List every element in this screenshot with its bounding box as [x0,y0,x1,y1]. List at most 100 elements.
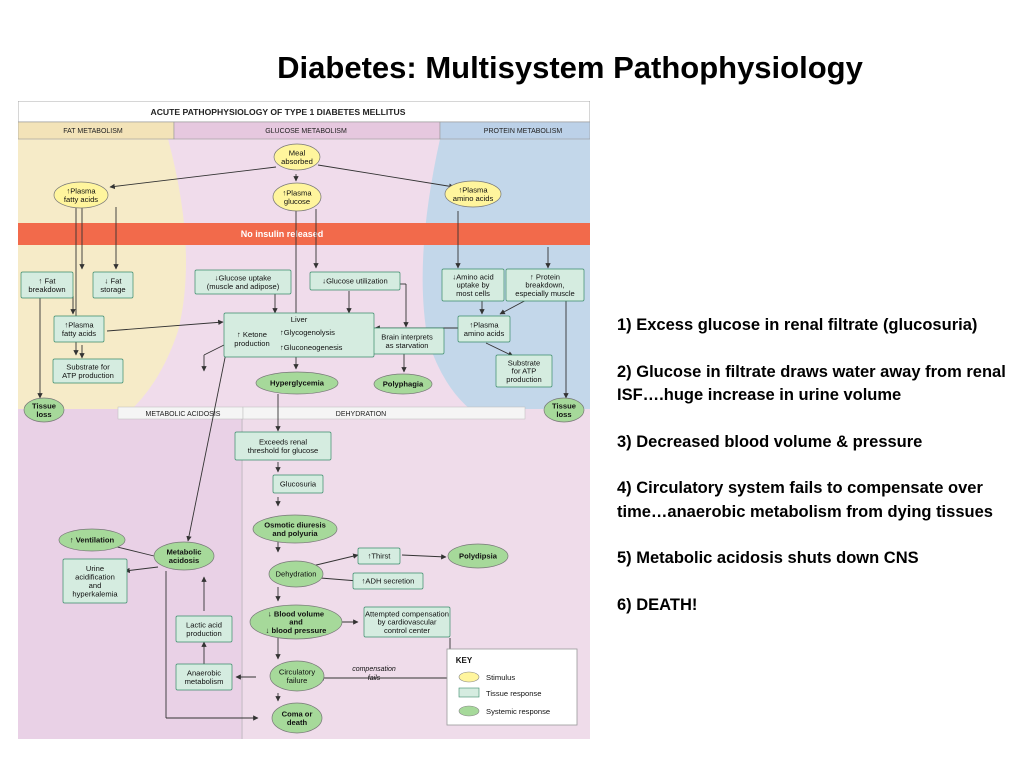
node-plasma-fatty-1-line-2: fatty acids [64,195,98,204]
no-insulin-banner [18,223,590,245]
node-exceeds-renal-line-2: threshold for glucose [248,446,319,455]
node-brain-line-1: Brain interprets [381,333,433,342]
node-coma-line-1: Coma or [282,710,313,719]
node-protein-breakdown-line-2: breakdown, [525,281,564,290]
column-glucose: GLUCOSE METABOLISM [265,128,347,135]
node-blood-volume-line-2: and [289,618,303,627]
node-urine-line-3: and [89,581,102,590]
note-3: 3) Decreased blood volume & pressure [617,432,923,451]
node-plasma-amino-2-line-2: amino acids [464,329,505,338]
node-ventilation: ↑ Ventilation [58,528,126,552]
node-liver-line-3: production [234,339,269,348]
node-hyperglycemia: Hyperglycemia [255,371,339,395]
node-substrate-right-line-3: production [506,375,541,384]
node-liver-line-1: Liver [291,315,308,324]
node-glucose-uptake-line-1: ↓Glucose uptake [215,274,272,283]
node-osmotic-line-1: Osmotic diuresis [264,521,326,530]
node-lactic-line-2: production [186,629,221,638]
slide-notes: 1) Excess glucose in renal filtrate (glu… [617,314,1012,640]
node-compensation-line-3: control center [384,626,430,635]
note-6: 6) DEATH! [617,595,698,614]
node-liver-line-5: ↑Gluconeogenesis [280,343,343,352]
node-fat-storage-line-1: ↓ Fat [105,277,123,286]
key-stimulus-swatch [458,671,480,683]
node-tissue-loss-right-line-1: Tissue [552,402,576,411]
node-tissue-loss-left-line-1: Tissue [32,402,56,411]
node-substrate-left-line-2: ATP production [62,371,114,380]
node-dehydration: Dehydration [268,560,324,588]
column-fat: FAT METABOLISM [63,128,123,135]
node-polyphagia-line-1: Polyphagia [383,380,424,389]
node-osmotic-line-2: and polyuria [272,529,318,538]
node-glucose-uptake-line-2: (muscle and adipose) [207,282,280,291]
node-substrate-right-line-1: Substrate [508,358,541,367]
node-polyphagia: Polyphagia [373,373,433,395]
node-circulatory-line-2: failure [287,676,308,685]
node-plasma-amino-1-line-2: amino acids [453,194,494,203]
node-glucose-utilization-line-1: ↓Glucose utilization [322,277,387,286]
node-amino-uptake-line-3: most cells [456,289,490,298]
node-thirst-line-1: ↑Thirst [368,552,392,561]
node-dehydration-line-1: Dehydration [276,570,317,579]
node-liver-line-4: ↑Glycogenolysis [280,328,335,337]
section-dehydration: DEHYDRATION [336,411,386,418]
key-systemic-label: Systemic response [486,707,550,716]
node-compensation-line-2: by cardiovascular [377,618,437,627]
node-fat-breakdown-line-1: ↑ Fat [39,277,57,286]
diagram-key: KEY Stimulus Tissue response Systemic re… [446,648,578,726]
node-thirst: ↑Thirst [357,547,401,565]
note-2: 2) Glucose in filtrate draws water away … [617,362,1006,405]
column-protein: PROTEIN METABOLISM [484,128,563,135]
node-protein-breakdown-line-3: especially muscle [515,289,575,298]
node-adh: ↑ADH secretion [352,572,424,590]
node-liver-line-2: ↑ Ketone [237,330,267,339]
node-glucose-utilization: ↓Glucose utilization [309,271,401,291]
node-plasma-glucose-line-1: ↑Plasma [282,189,312,198]
node-brain-line-2: as starvation [385,341,428,350]
node-blood-volume-line-1: ↓ Blood volume [268,609,324,618]
node-substrate-left-line-1: Substrate for [66,363,110,372]
node-plasma-amino-1-line-1: ↑Plasma [458,186,488,195]
key-systemic-swatch [458,705,480,717]
node-glucosuria-line-1: Glucosuria [280,480,317,489]
compensation-fails-line-1: compensation [352,666,396,673]
node-meal-line-1: Meal [289,149,306,158]
node-circulatory-line-1: Circulatory [279,668,315,677]
node-metabolic-acidosis-line-1: Metabolic [166,548,201,557]
node-glucose-uptake: ↓Glucose uptake(muscle and adipose) [194,269,292,295]
node-fat-storage-line-2: storage [100,285,125,294]
node-anaerobic-line-1: Anaerobic [187,669,221,678]
node-hyperglycemia-line-1: Hyperglycemia [270,379,325,388]
node-urine-line-1: Urine [86,564,104,573]
banner-label: No insulin released [241,229,324,239]
compensation-fails-line-2: fails [368,675,381,682]
node-adh-line-1: ↑ADH secretion [362,577,415,586]
node-compensation-line-1: Attempted compensation [365,609,449,618]
diagram-title: ACUTE PATHOPHYSIOLOGY OF TYPE 1 DIABETES… [151,107,406,117]
node-fat-breakdown-line-2: breakdown [28,285,65,294]
node-plasma-amino-2-line-1: ↑Plasma [469,321,499,330]
node-blood-volume-line-3: ↓ blood pressure [266,626,327,635]
node-coma-line-2: death [287,718,308,727]
key-stimulus-label: Stimulus [486,673,515,682]
section-acidosis: METABOLIC ACIDOSIS [146,411,221,418]
node-urine-line-2: acidification [75,573,115,582]
